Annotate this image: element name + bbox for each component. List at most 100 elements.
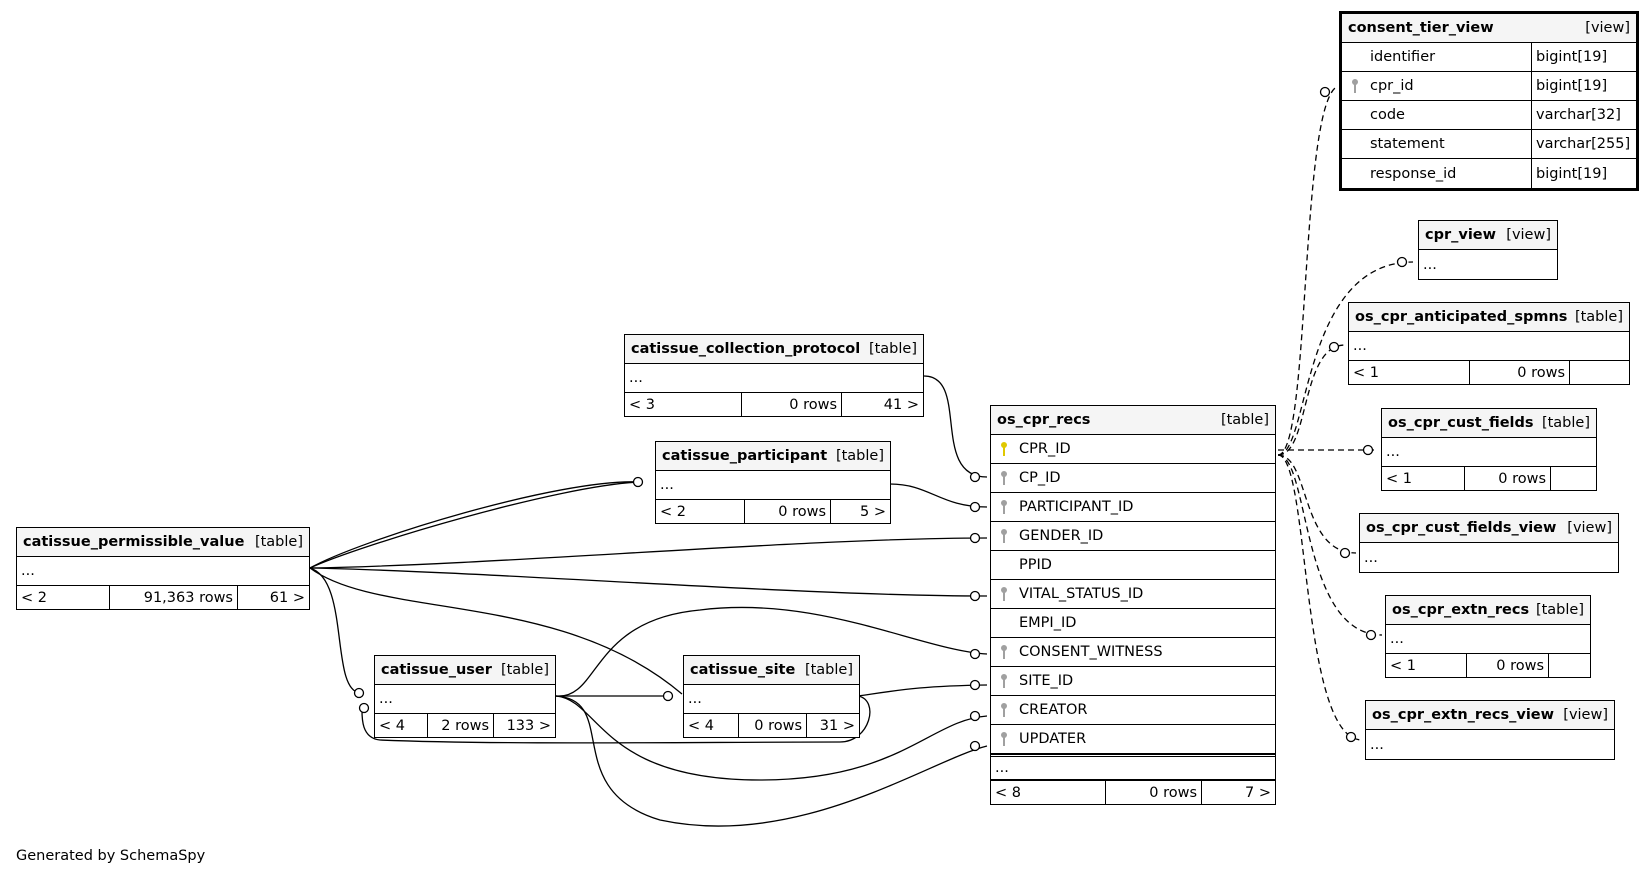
- table-type: [table]: [254, 534, 303, 550]
- table-type: [table]: [868, 341, 917, 357]
- row-count: 0 rows: [1464, 467, 1550, 490]
- generated-by-footer: Generated by SchemaSpy: [16, 848, 206, 864]
- foreign-key-icon: [991, 673, 1017, 689]
- column-name: response_id: [1370, 165, 1457, 182]
- table-cpr-view[interactable]: cpr_view[view] ...: [1418, 220, 1558, 280]
- edge-user-consent: [555, 606, 988, 697]
- foreign-key-icon: [1342, 78, 1368, 94]
- foreign-key-icon: [991, 499, 1017, 515]
- table-name: catissue_site: [690, 662, 796, 678]
- table-name: os_cpr_extn_recs: [1392, 602, 1530, 618]
- table-os-cpr-extn-recs-view[interactable]: os_cpr_extn_recs_view[view] ...: [1365, 700, 1615, 760]
- columns-ellipsis: ...: [995, 760, 1009, 776]
- row-count: 2 rows: [427, 714, 493, 737]
- children-count: 41 >: [841, 393, 923, 416]
- foreign-key-icon: [991, 644, 1017, 660]
- table-catissue-collection-protocol[interactable]: catissue_collection_protocol[table] ... …: [624, 334, 924, 417]
- columns-ellipsis: ...: [1390, 631, 1404, 647]
- children-count: [1569, 361, 1629, 384]
- table-os-cpr-cust-fields-view[interactable]: os_cpr_cust_fields_view[view] ...: [1359, 513, 1619, 573]
- row-count: 0 rows: [738, 714, 806, 737]
- table-type: [table]: [500, 662, 549, 678]
- column-name: UPDATER: [1019, 731, 1087, 747]
- edge-pv-participant-2: [309, 481, 641, 569]
- columns-ellipsis: ...: [1423, 256, 1437, 273]
- table-name: os_cpr_anticipated_spmns: [1355, 309, 1568, 325]
- column-row: GENDER_ID: [991, 522, 1275, 551]
- table-type: [table]: [1220, 412, 1269, 428]
- row-count: 0 rows: [1105, 781, 1201, 804]
- foreign-key-icon: [991, 528, 1017, 544]
- columns-ellipsis: ...: [1386, 444, 1400, 460]
- column-name: PPID: [1019, 557, 1052, 573]
- table-type: [table]: [1574, 309, 1623, 325]
- column-name: CPR_ID: [1019, 441, 1071, 457]
- column-row: UPDATER: [991, 725, 1275, 754]
- edge-consent-tier-view: [1277, 87, 1336, 456]
- table-name: catissue_user: [381, 662, 492, 678]
- columns-ellipsis: ...: [1364, 549, 1378, 566]
- column-type: varchar[32]: [1531, 101, 1636, 129]
- column-row: PARTICIPANT_ID: [991, 493, 1275, 522]
- parents-count: < 4: [688, 717, 714, 734]
- column-row: response_id bigint[19]: [1342, 159, 1636, 188]
- columns-ellipsis: ...: [629, 370, 643, 386]
- column-name: EMPI_ID: [1019, 615, 1077, 631]
- column-name: CONSENT_WITNESS: [1019, 644, 1163, 660]
- table-catissue-permissible-value[interactable]: catissue_permissible_value[table] ... < …: [16, 527, 310, 610]
- table-type: [table]: [804, 662, 853, 678]
- column-row: CPR_ID: [991, 435, 1275, 464]
- children-count: [1550, 467, 1596, 490]
- parents-count: < 4: [379, 717, 405, 734]
- children-count: 7 >: [1201, 781, 1275, 804]
- column-name: statement: [1370, 136, 1445, 152]
- table-name: catissue_permissible_value: [23, 534, 245, 550]
- row-count: 0 rows: [744, 500, 830, 523]
- table-name: os_cpr_recs: [997, 412, 1091, 428]
- parents-count: < 2: [660, 503, 686, 520]
- row-count: 91,363 rows: [109, 586, 237, 609]
- column-row: EMPI_ID: [991, 609, 1275, 638]
- edge-cp: [923, 375, 988, 478]
- column-name: PARTICIPANT_ID: [1019, 499, 1134, 515]
- foreign-key-icon: [991, 731, 1017, 747]
- foreign-key-icon: [991, 470, 1017, 486]
- column-name: cpr_id: [1370, 78, 1414, 94]
- edge-extn-recs-view: [1277, 454, 1363, 741]
- foreign-key-icon: [991, 702, 1017, 718]
- column-name: identifier: [1370, 49, 1436, 65]
- column-name: SITE_ID: [1019, 673, 1074, 689]
- columns-ellipsis: ...: [1353, 338, 1367, 354]
- table-os-cpr-recs[interactable]: os_cpr_recs [table] CPR_ID CP_ID PARTICIP…: [990, 405, 1276, 805]
- children-count: [1548, 654, 1590, 677]
- foreign-key-icon: [991, 586, 1017, 602]
- table-name: os_cpr_extn_recs_view: [1372, 707, 1555, 723]
- row-count: 0 rows: [1469, 361, 1569, 384]
- edge-user-creator: [555, 695, 988, 781]
- column-name: CREATOR: [1019, 702, 1088, 718]
- parents-count: < 2: [21, 589, 47, 606]
- edge-extn-recs: [1277, 454, 1383, 636]
- column-name: CP_ID: [1019, 470, 1061, 486]
- columns-ellipsis: ...: [660, 477, 674, 493]
- parents-count: < 3: [629, 396, 655, 413]
- children-count: 61 >: [237, 586, 309, 609]
- column-row: VITAL_STATUS_ID: [991, 580, 1275, 609]
- primary-key-icon: [991, 441, 1017, 457]
- table-type: [view]: [1563, 707, 1608, 723]
- column-name: code: [1370, 107, 1405, 123]
- row-count: 0 rows: [741, 393, 841, 416]
- edge-cpr-view: [1277, 261, 1414, 456]
- column-type: bigint[19]: [1531, 159, 1636, 188]
- table-type: [table]: [1535, 602, 1584, 618]
- parents-count: < 1: [1386, 470, 1412, 487]
